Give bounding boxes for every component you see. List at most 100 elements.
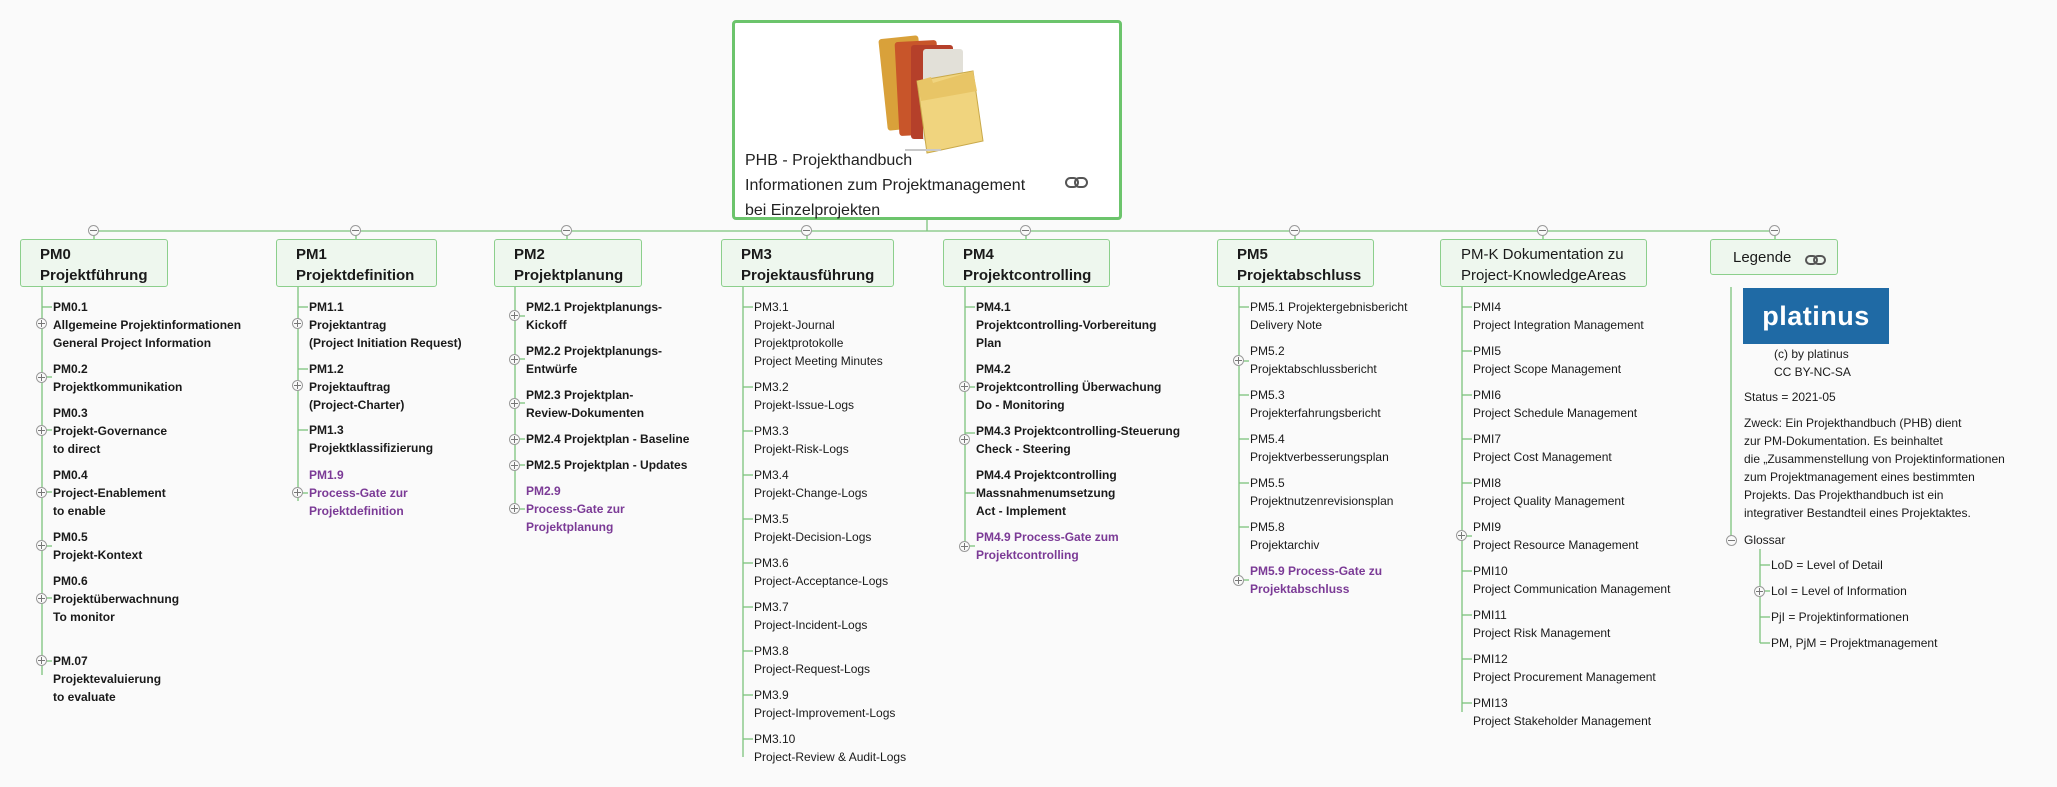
- pm2-item[interactable]: PM2.5 Projektplan - Updates: [526, 456, 687, 474]
- glossar-item[interactable]: PM, PjM = Projektmanagement: [1771, 634, 1937, 652]
- pm3-item[interactable]: PM3.7 Project-Incident-Logs: [754, 598, 867, 634]
- pm3-item[interactable]: PM3.1 Projekt-Journal Projektprotokolle …: [754, 298, 883, 370]
- pmk-item[interactable]: PMI7 Project Cost Management: [1473, 430, 1612, 466]
- collapse-toggle-pm2[interactable]: [561, 225, 572, 236]
- collapse-toggle-pmk[interactable]: [1537, 225, 1548, 236]
- link-icon[interactable]: [1065, 173, 1089, 193]
- pm2-item[interactable]: PM2.2 Projektplanungs- Entwürfe: [526, 342, 662, 378]
- expand-toggle[interactable]: [1233, 355, 1244, 366]
- topic-pm3[interactable]: PM3 Projektausführung: [721, 239, 894, 287]
- collapse-toggle-legend[interactable]: [1769, 225, 1780, 236]
- pm2-item[interactable]: PM2.4 Projektplan - Baseline: [526, 430, 689, 448]
- topic-pmk[interactable]: PM-K Dokumentation zu Project-KnowledgeA…: [1440, 239, 1647, 287]
- collapse-toggle-pm3[interactable]: [801, 225, 812, 236]
- platinus-logo: platinus: [1743, 288, 1889, 344]
- pm2-item[interactable]: PM2.3 Projektplan- Review-Dokumenten: [526, 386, 644, 422]
- expand-toggle[interactable]: [509, 310, 520, 321]
- glossar-item[interactable]: PjI = Projektinformationen: [1771, 608, 1909, 626]
- topic-pm5[interactable]: PM5 Projektabschluss: [1217, 239, 1374, 287]
- pm0-item[interactable]: PM0.6 Projektüberwachnung To monitor: [53, 572, 179, 626]
- pm1-gate-item[interactable]: PM1.9 Process-Gate zur Projektdefinition: [309, 466, 408, 520]
- expand-toggle[interactable]: [36, 372, 47, 383]
- pm4-item[interactable]: PM4.3 Projektcontrolling-Steuerung Check…: [976, 422, 1180, 458]
- topic-pm0[interactable]: PM0 Projektführung: [20, 239, 168, 287]
- pm0-item[interactable]: PM0.1 Allgemeine Projektinformationen Ge…: [53, 298, 241, 352]
- expand-toggle[interactable]: [1233, 575, 1244, 586]
- expand-toggle[interactable]: [1456, 530, 1467, 541]
- pmk-item[interactable]: PMI13 Project Stakeholder Management: [1473, 694, 1651, 730]
- collapse-toggle-pm5[interactable]: [1289, 225, 1300, 236]
- expand-toggle[interactable]: [509, 503, 520, 514]
- pmk-item[interactable]: PMI12 Project Procurement Management: [1473, 650, 1656, 686]
- expand-toggle[interactable]: [509, 354, 520, 365]
- pmk-item[interactable]: PMI9 Project Resource Management: [1473, 518, 1638, 554]
- topic-legend[interactable]: Legende: [1710, 239, 1838, 275]
- glossar-title[interactable]: Glossar: [1744, 531, 1785, 549]
- expand-toggle[interactable]: [959, 541, 970, 552]
- pm3-item[interactable]: PM3.4 Projekt-Change-Logs: [754, 466, 867, 502]
- glossar-item[interactable]: LoD = Level of Detail: [1771, 556, 1883, 574]
- pm1-item[interactable]: PM1.3 Projektklassifizierung: [309, 421, 433, 457]
- expand-toggle[interactable]: [959, 381, 970, 392]
- expand-toggle[interactable]: [36, 540, 47, 551]
- pm5-item[interactable]: PM5.8 Projektarchiv: [1250, 518, 1319, 554]
- expand-toggle[interactable]: [36, 318, 47, 329]
- pmk-item[interactable]: PMI10 Project Communication Management: [1473, 562, 1670, 598]
- topic-pm2[interactable]: PM2 Projektplanung: [494, 239, 642, 287]
- pm0-item[interactable]: PM0.2 Projektkommunikation: [53, 360, 182, 396]
- pm4-item[interactable]: PM4.4 Projektcontrolling Massnahmenumset…: [976, 466, 1117, 520]
- pm5-item[interactable]: PM5.1 Projektergebnisbericht Delivery No…: [1250, 298, 1407, 334]
- topic-pm1[interactable]: PM1 Projektdefinition: [276, 239, 437, 287]
- expand-toggle[interactable]: [36, 655, 47, 666]
- pmk-item[interactable]: PMI5 Project Scope Management: [1473, 342, 1621, 378]
- expand-toggle[interactable]: [36, 425, 47, 436]
- link-icon[interactable]: [1805, 251, 1827, 269]
- expand-toggle[interactable]: [1754, 586, 1765, 597]
- pm0-item[interactable]: PM.07 Projektevaluierung to evaluate: [53, 652, 161, 706]
- pm0-item[interactable]: PM0.3 Projekt-Governance to direct: [53, 404, 167, 458]
- pm5-item[interactable]: PM5.2 Projektabschlussbericht: [1250, 342, 1377, 378]
- expand-toggle[interactable]: [509, 398, 520, 409]
- pm5-item[interactable]: PM5.5 Projektnutzenrevisionsplan: [1250, 474, 1393, 510]
- pm3-item[interactable]: PM3.9 Project-Improvement-Logs: [754, 686, 895, 722]
- pm3-item[interactable]: PM3.2 Projekt-Issue-Logs: [754, 378, 854, 414]
- pmk-item[interactable]: PMI8 Project Quality Management: [1473, 474, 1624, 510]
- pmk-item[interactable]: PMI6 Project Schedule Management: [1473, 386, 1637, 422]
- pm1-item[interactable]: PM1.1 Projektantrag (Project Initiation …: [309, 298, 462, 352]
- expand-toggle[interactable]: [292, 318, 303, 329]
- pm4-gate-item[interactable]: PM4.9 Process-Gate zum Projektcontrollin…: [976, 528, 1119, 564]
- expand-toggle[interactable]: [959, 434, 970, 445]
- pmk-item[interactable]: PMI11 Project Risk Management: [1473, 606, 1610, 642]
- pm5-gate-item[interactable]: PM5.9 Process-Gate zu Projektabschluss: [1250, 562, 1382, 598]
- pm3-item[interactable]: PM3.6 Project-Acceptance-Logs: [754, 554, 888, 590]
- expand-toggle[interactable]: [36, 593, 47, 604]
- pm1-item[interactable]: PM1.2 Projektauftrag (Project-Charter): [309, 360, 404, 414]
- collapse-toggle-pm0[interactable]: [88, 225, 99, 236]
- pm2-gate-item[interactable]: PM2.9 Process-Gate zur Projektplanung: [526, 482, 625, 536]
- collapse-toggle-pm1[interactable]: [350, 225, 361, 236]
- pm4-item[interactable]: PM4.2 Projektcontrolling Überwachung Do …: [976, 360, 1161, 414]
- pm3-item[interactable]: PM3.5 Projekt-Decision-Logs: [754, 510, 871, 546]
- item-line: Project Communication Management: [1473, 582, 1671, 596]
- pm0-item[interactable]: PM0.5 Projekt-Kontext: [53, 528, 142, 564]
- collapse-toggle-glossar[interactable]: [1726, 535, 1737, 546]
- pm3-item[interactable]: PM3.3 Projekt-Risk-Logs: [754, 422, 849, 458]
- expand-toggle[interactable]: [36, 487, 47, 498]
- expand-toggle[interactable]: [509, 434, 520, 445]
- pm5-item[interactable]: PM5.4 Projektverbesserungsplan: [1250, 430, 1389, 466]
- expand-toggle[interactable]: [292, 380, 303, 391]
- pm3-item[interactable]: PM3.10 Project-Review & Audit-Logs: [754, 730, 906, 766]
- root-topic[interactable]: PHB - Projekthandbuch Informationen zum …: [732, 20, 1122, 220]
- expand-toggle[interactable]: [292, 487, 303, 498]
- pm2-item[interactable]: PM2.1 Projektplanungs- Kickoff: [526, 298, 662, 334]
- pm3-item[interactable]: PM3.8 Project-Request-Logs: [754, 642, 870, 678]
- pmk-item[interactable]: PMI4 Project Integration Management: [1473, 298, 1644, 334]
- topic-pm4[interactable]: PM4 Projektcontrolling: [943, 239, 1110, 287]
- pm0-item[interactable]: PM0.4 Project-Enablement to enable: [53, 466, 166, 520]
- pm5-item[interactable]: PM5.3 Projekterfahrungsbericht: [1250, 386, 1381, 422]
- expand-toggle[interactable]: [509, 460, 520, 471]
- collapse-toggle-pm4[interactable]: [1020, 225, 1031, 236]
- purpose-line: die „Zusammenstellung von Projektinforma…: [1744, 452, 2005, 466]
- pm4-item[interactable]: PM4.1 Projektcontrolling-Vorbereitung Pl…: [976, 298, 1156, 352]
- glossar-item[interactable]: LoI = Level of Information: [1771, 582, 1907, 600]
